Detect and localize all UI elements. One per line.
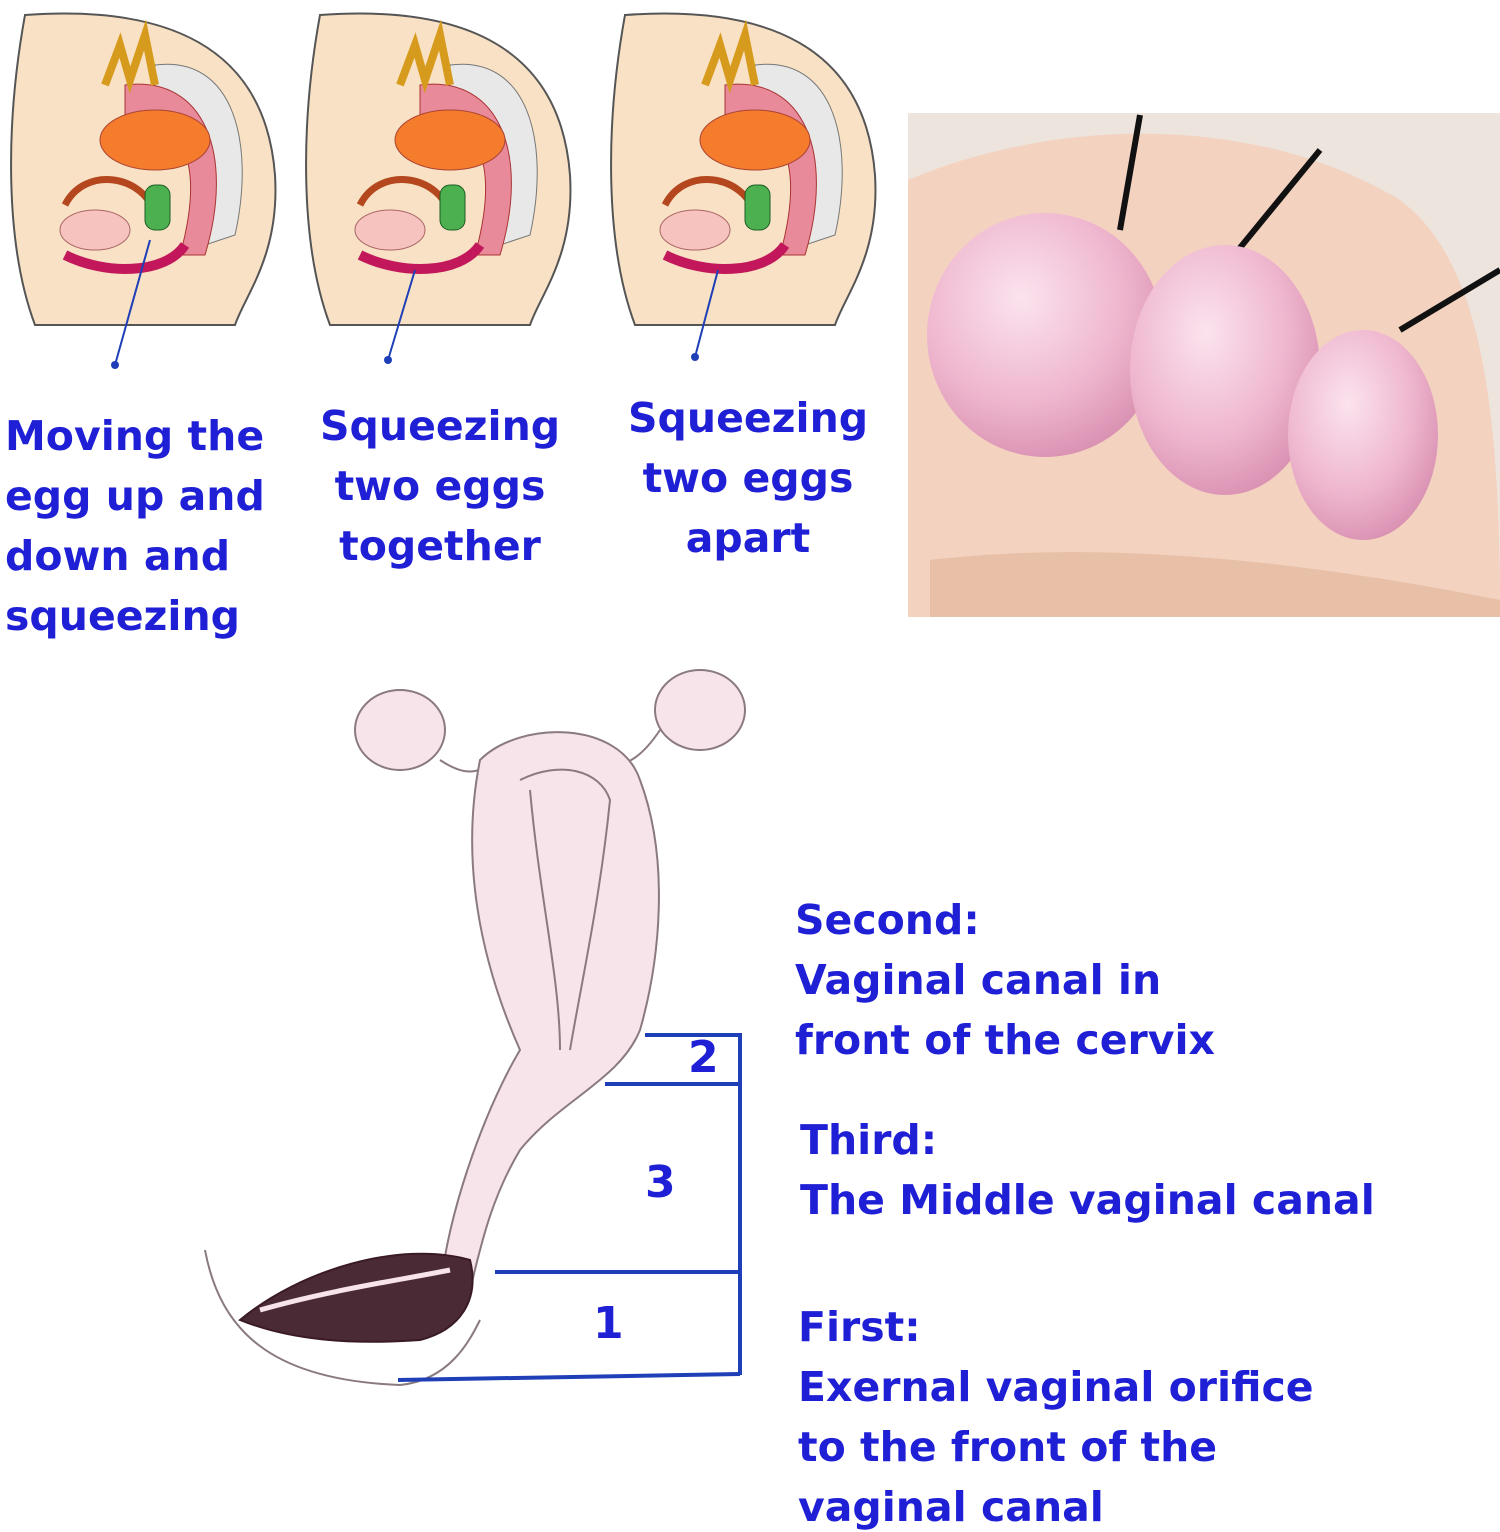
caption-line: Moving the	[5, 412, 265, 460]
depth-bracket	[397, 1033, 742, 1382]
caption-line: squeezing	[5, 592, 241, 640]
caption-line: together	[339, 522, 541, 570]
caption-exercise-3: Squeezing two eggs apart	[628, 388, 868, 568]
zone-line: front of the cervix	[795, 1016, 1215, 1064]
label-first-zone: First: Exernal vaginal orifice to the fr…	[798, 1297, 1314, 1532]
caption-exercise-1: Moving the egg up and down and squeezing	[5, 406, 265, 646]
zone-line: Exernal vaginal orifice	[798, 1363, 1314, 1411]
caption-line: apart	[685, 514, 811, 562]
label-second-zone: Second: Vaginal canal in front of the ce…	[795, 890, 1215, 1070]
pelvis-illustration-1	[11, 14, 275, 369]
zone-number-3: 3	[645, 1157, 676, 1208]
zone-line: vaginal canal	[798, 1483, 1104, 1531]
caption-line: two eggs	[334, 462, 546, 510]
caption-line: egg up and	[5, 472, 265, 520]
zone-line: Vaginal canal in	[795, 956, 1162, 1004]
caption-line: two eggs	[642, 454, 854, 502]
caption-exercise-2: Squeezing two eggs together	[320, 396, 560, 576]
caption-line: Squeezing	[628, 394, 869, 442]
uterus-diagram	[204, 669, 746, 1387]
zone-title: First:	[798, 1303, 921, 1351]
pelvis-illustration-3	[611, 14, 875, 361]
zone-line: to the front of the	[798, 1423, 1218, 1471]
pelvis-illustration-2	[306, 14, 570, 364]
zone-number-2: 2	[688, 1032, 719, 1083]
zone-number-1: 1	[593, 1298, 624, 1349]
label-third-zone: Third: The Middle vaginal canal	[800, 1110, 1375, 1230]
zone-title: Second:	[795, 896, 980, 944]
yoni-eggs-photo	[908, 113, 1500, 618]
caption-line: Squeezing	[320, 402, 561, 450]
zone-line: The Middle vaginal canal	[800, 1176, 1375, 1224]
zone-title: Third:	[800, 1116, 938, 1164]
caption-line: down and	[5, 532, 231, 580]
